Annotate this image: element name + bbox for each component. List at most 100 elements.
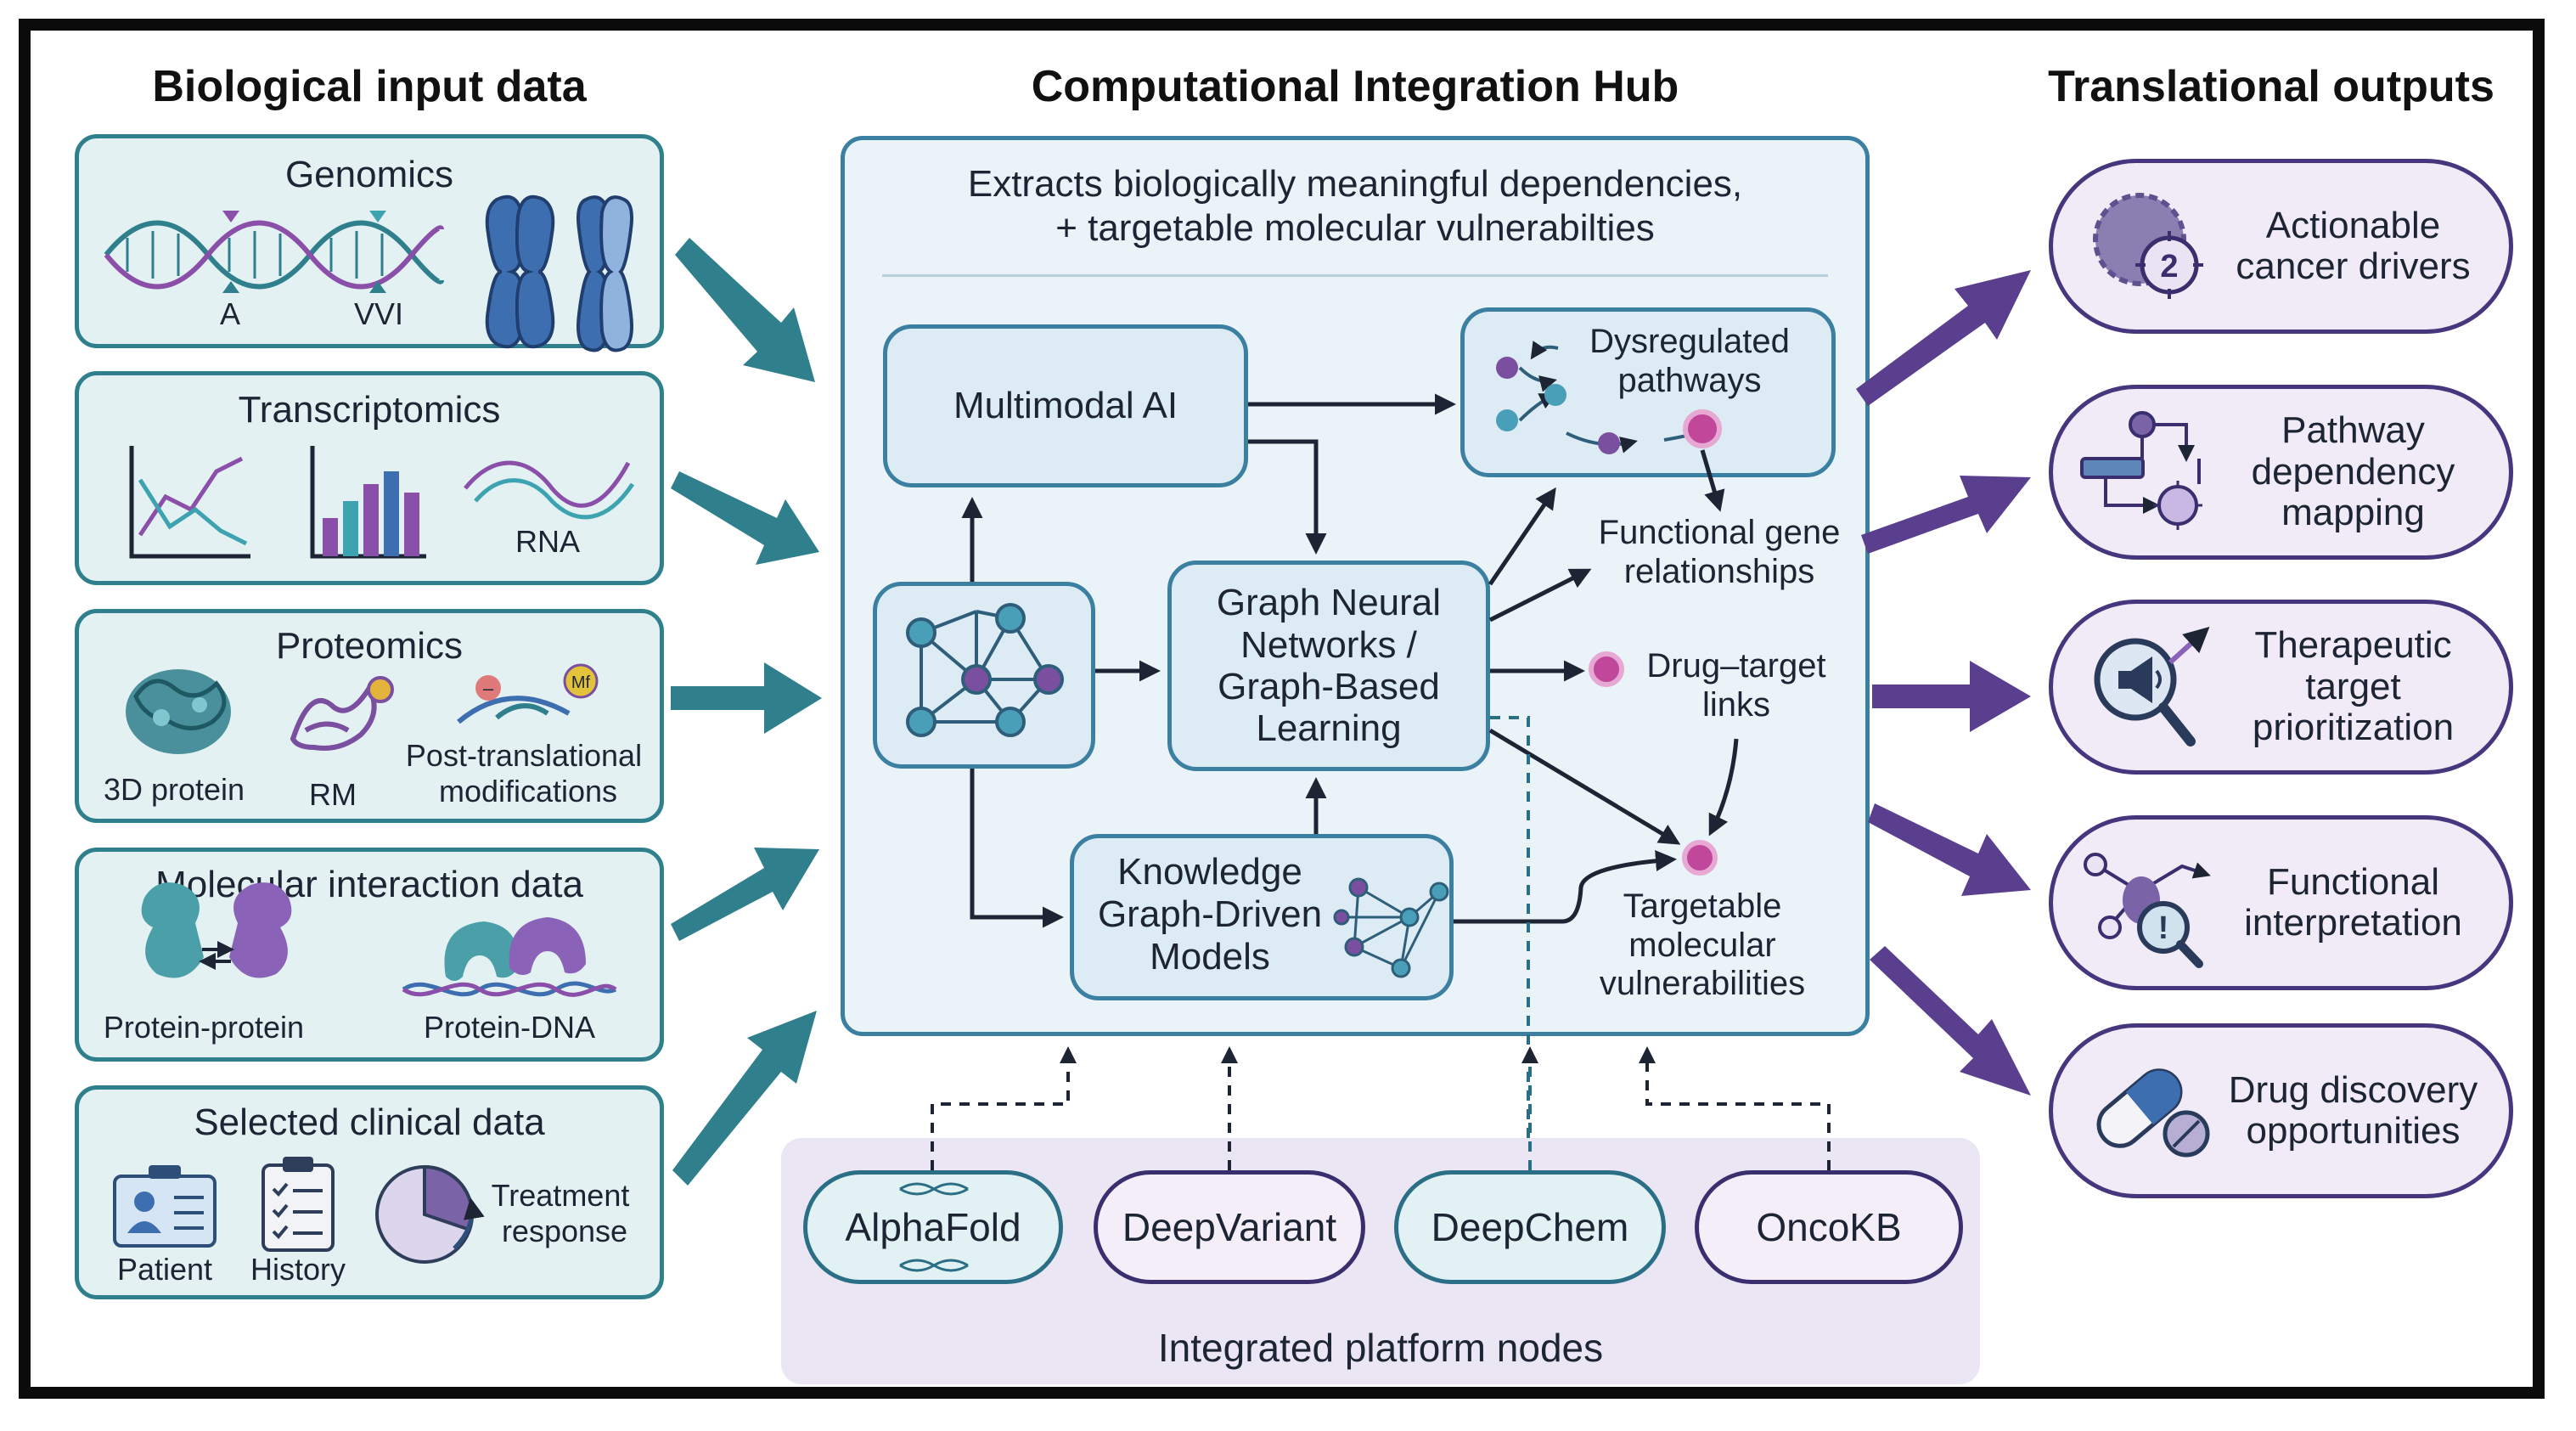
network-magnifier-icon: ! bbox=[2084, 853, 2211, 968]
capsule-pill-icon bbox=[2096, 1068, 2210, 1158]
treatment-label-line2: response bbox=[502, 1214, 627, 1248]
protein-3d-icon bbox=[126, 669, 231, 754]
drug-target-label: Drug–target links bbox=[1646, 647, 1826, 724]
drug-target-dot bbox=[1589, 651, 1624, 687]
arrow-multimodal-gnn bbox=[1248, 439, 1327, 555]
protein-protein-icon bbox=[141, 882, 292, 978]
deepvariant-node: DeepVariant bbox=[1094, 1170, 1365, 1284]
hub-connectors bbox=[961, 393, 1739, 928]
bar-chart-icon bbox=[310, 446, 426, 559]
arrow-transcriptomics bbox=[671, 471, 819, 565]
dna-helix-icon bbox=[104, 211, 444, 293]
transcriptomics-box: Transcriptomics bbox=[75, 371, 664, 585]
arrow-clinical bbox=[672, 1011, 817, 1186]
rna-label: RNA bbox=[515, 524, 580, 559]
arrow-out-4 bbox=[1868, 803, 2031, 896]
kg-network-icon bbox=[1333, 877, 1449, 978]
protein-3d-label: 3D protein bbox=[104, 772, 245, 807]
virus-target-badge: 2 bbox=[2160, 249, 2178, 285]
arrow-out-1 bbox=[1856, 270, 2031, 406]
protein-protein-label: Protein-protein bbox=[104, 1010, 304, 1045]
svg-text:!: ! bbox=[2158, 910, 2169, 946]
arrow-proteomics bbox=[671, 662, 822, 734]
output-label: Actionable cancer drivers bbox=[2236, 204, 2471, 287]
arrow-dysregulated-functional bbox=[1700, 449, 1725, 512]
output-arrows bbox=[1856, 270, 2031, 1096]
arrow-drugtarget-vulnerability bbox=[1708, 738, 1739, 837]
output-label: Drug discovery opportunities bbox=[2228, 1068, 2478, 1152]
ptm-icon bbox=[457, 663, 599, 724]
magnifier-megaphone-icon bbox=[2094, 626, 2210, 746]
arrow-interaction bbox=[671, 848, 819, 941]
proteomics-title: Proteomics bbox=[275, 625, 464, 667]
pathway-icon bbox=[2080, 411, 2202, 530]
dashed-alphafold bbox=[931, 1046, 1077, 1170]
arrow-gnn-functional bbox=[1488, 568, 1592, 623]
arrow-gnn-dysregulated bbox=[1488, 487, 1556, 586]
rm-label: RM bbox=[309, 777, 357, 812]
genomics-box: Genomics bbox=[75, 134, 664, 348]
ptm-label-line2: modifications bbox=[439, 774, 617, 808]
ptm-label-line1: Post-translational bbox=[406, 738, 642, 773]
arrow-graph-kg bbox=[970, 769, 1064, 928]
history-clipboard-icon bbox=[262, 1157, 335, 1252]
hub-divider bbox=[882, 274, 1828, 277]
genomics-label-a: A bbox=[220, 296, 240, 331]
oncokb-node: OncoKB bbox=[1695, 1170, 1963, 1284]
treatment-pie-icon bbox=[375, 1164, 485, 1264]
center-column-title: Computational Integration Hub bbox=[1031, 62, 1679, 111]
platform-connectors bbox=[931, 1046, 1831, 1170]
knowledge-graph-label: Knowledge Graph-Driven Models bbox=[1097, 851, 1323, 978]
arrow-out-2 bbox=[1861, 476, 2031, 554]
alphafold-helix-icon bbox=[899, 1182, 969, 1272]
protein-dna-label: Protein-DNA bbox=[424, 1010, 595, 1045]
left-column-title: Biological input data bbox=[152, 62, 587, 111]
rna-strand-icon bbox=[464, 460, 635, 520]
virus-target-icon bbox=[2093, 193, 2203, 299]
multimodal-ai-node: Multimodal AI bbox=[883, 324, 1248, 487]
functional-gene-label: Functional gene relationships bbox=[1598, 514, 1841, 590]
protein-dna-icon bbox=[402, 917, 617, 997]
input-arrows bbox=[671, 238, 822, 1186]
dashed-oncokb bbox=[1639, 1046, 1831, 1170]
right-column-title: Translational outputs bbox=[2048, 62, 2494, 111]
output-label: Pathway dependency mapping bbox=[2251, 409, 2455, 534]
history-label: History bbox=[250, 1252, 346, 1287]
dysregulated-pathways-label: Dysregulated pathways bbox=[1589, 323, 1790, 399]
treatment-label-line1: Treatment bbox=[492, 1178, 630, 1213]
ptm-badge-mf: Mf bbox=[571, 673, 591, 692]
clinical-title: Selected clinical data bbox=[194, 1101, 545, 1143]
platform-label: Integrated platform nodes bbox=[1157, 1326, 1604, 1370]
targetable-vulnerabilities-label: Targetable molecular vulnerabilities bbox=[1599, 887, 1806, 1003]
dashed-gnn-deepchem bbox=[1490, 716, 1530, 1138]
gnn-node: Graph Neural Networks / Graph-Based Lear… bbox=[1167, 561, 1490, 771]
output-label: Therapeutic target prioritization bbox=[2252, 624, 2455, 749]
treatment-label: Treatment response bbox=[492, 1178, 638, 1248]
ptm-label: Post-translational modifications bbox=[406, 738, 650, 808]
arrow-out-5 bbox=[1870, 946, 2031, 1096]
arrow-kg-vulnerability bbox=[1454, 850, 1677, 924]
arrow-gnn-vulnerability bbox=[1488, 728, 1681, 845]
ptm-badge-minus: – bbox=[483, 678, 494, 699]
genomics-title: Genomics bbox=[284, 154, 454, 195]
arrow-out-3 bbox=[1872, 661, 2031, 732]
graph-network-icon bbox=[906, 603, 1064, 737]
dysregulated-pathways-node bbox=[1460, 307, 1836, 477]
arrow-genomics bbox=[675, 238, 815, 382]
line-chart-icon bbox=[129, 446, 250, 559]
output-label: Functional interpretation bbox=[2244, 860, 2462, 944]
chromosome-icon bbox=[485, 194, 633, 352]
hub-subtitle: Extracts biologically meaningful depende… bbox=[967, 163, 1743, 249]
output-target-prioritization: Therapeutic target prioritization bbox=[2049, 600, 2513, 775]
pathway-dots-icon bbox=[1496, 341, 1722, 454]
vulnerability-dot bbox=[1682, 840, 1718, 876]
genomics-label-vvi: VVI bbox=[354, 296, 403, 331]
transcriptomics-title: Transcriptomics bbox=[238, 389, 501, 431]
patient-label: Patient bbox=[117, 1252, 212, 1287]
deepchem-node: DeepChem bbox=[1394, 1170, 1666, 1284]
output-actionable-drivers: Actionable cancer drivers bbox=[2049, 159, 2513, 334]
rm-protein-icon bbox=[290, 676, 394, 751]
interaction-title: Molecular interaction data bbox=[155, 864, 583, 905]
patient-card-icon bbox=[113, 1165, 217, 1248]
